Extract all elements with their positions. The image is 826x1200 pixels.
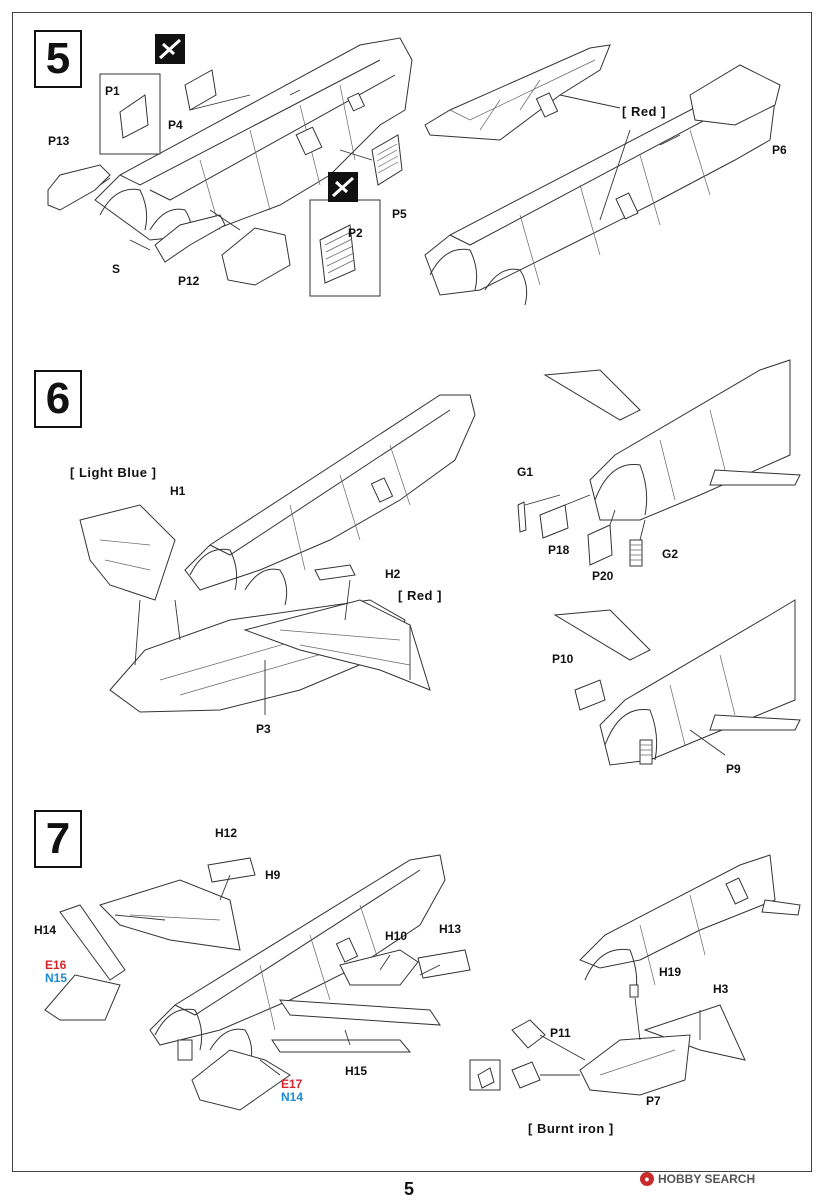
label-h3: H3 xyxy=(713,982,729,996)
label-p6: P6 xyxy=(772,143,787,157)
step7-gear-detail xyxy=(469,854,801,1096)
paint-callout-red-step6: [ Red ] xyxy=(398,588,442,603)
label-e16: E16 xyxy=(45,958,67,972)
label-h19: H19 xyxy=(659,965,682,979)
step5-fuselage-left xyxy=(47,37,413,286)
label-h2: H2 xyxy=(385,567,401,581)
step-number-5: 5 xyxy=(34,30,82,88)
step5-inset-p1 xyxy=(99,34,185,155)
page-number: 5 xyxy=(404,1179,415,1199)
label-p9: P9 xyxy=(726,762,741,776)
label-p7: P7 xyxy=(646,1094,661,1108)
label-p5: P5 xyxy=(392,207,407,221)
label-h12: H12 xyxy=(215,826,238,840)
label-h14: H14 xyxy=(34,923,57,937)
label-g2: G2 xyxy=(662,547,679,561)
label-h1: H1 xyxy=(170,484,186,498)
label-g1: G1 xyxy=(517,465,534,479)
paint-callout-light-blue: [ Light Blue ] xyxy=(70,465,157,480)
label-p2: P2 xyxy=(348,226,363,240)
label-p20: P20 xyxy=(592,569,614,583)
label-s: S xyxy=(112,262,121,276)
step5-inset-p2 xyxy=(309,172,381,297)
step7-airframe xyxy=(44,854,471,1111)
step-number-7: 7 xyxy=(34,810,82,868)
label-h10: H10 xyxy=(385,929,408,943)
step6-fuselage xyxy=(79,394,476,715)
label-p12: P12 xyxy=(178,274,200,288)
step5-fuselage-right xyxy=(424,44,781,306)
instruction-page-frame xyxy=(12,12,812,1172)
label-h9: H9 xyxy=(265,868,281,882)
step6-cockpit-detail-upper xyxy=(517,359,801,567)
label-p13: P13 xyxy=(48,134,70,148)
label-p10: P10 xyxy=(552,652,574,666)
label-p18: P18 xyxy=(548,543,570,557)
label-p4: P4 xyxy=(168,118,183,132)
label-h13: H13 xyxy=(439,922,462,936)
watermark-text: HOBBY SEARCH xyxy=(658,1172,756,1186)
label-h15: H15 xyxy=(345,1064,368,1078)
label-n14: N14 xyxy=(281,1090,304,1104)
watermark-logo-icon: ● xyxy=(640,1172,654,1186)
label-e17: E17 xyxy=(281,1077,303,1091)
step6-cockpit-detail-lower xyxy=(553,599,801,766)
label-p1: P1 xyxy=(105,84,120,98)
paint-callout-red-step5: [ Red ] xyxy=(622,104,666,119)
label-n15: N15 xyxy=(45,971,68,985)
label-p3: P3 xyxy=(256,722,271,736)
step-number-6: 6 xyxy=(34,370,82,428)
label-p11: P11 xyxy=(550,1026,571,1040)
paint-callout-burnt-iron: [ Burnt iron ] xyxy=(528,1121,614,1136)
watermark: ● HOBBY SEARCH xyxy=(640,1172,755,1186)
